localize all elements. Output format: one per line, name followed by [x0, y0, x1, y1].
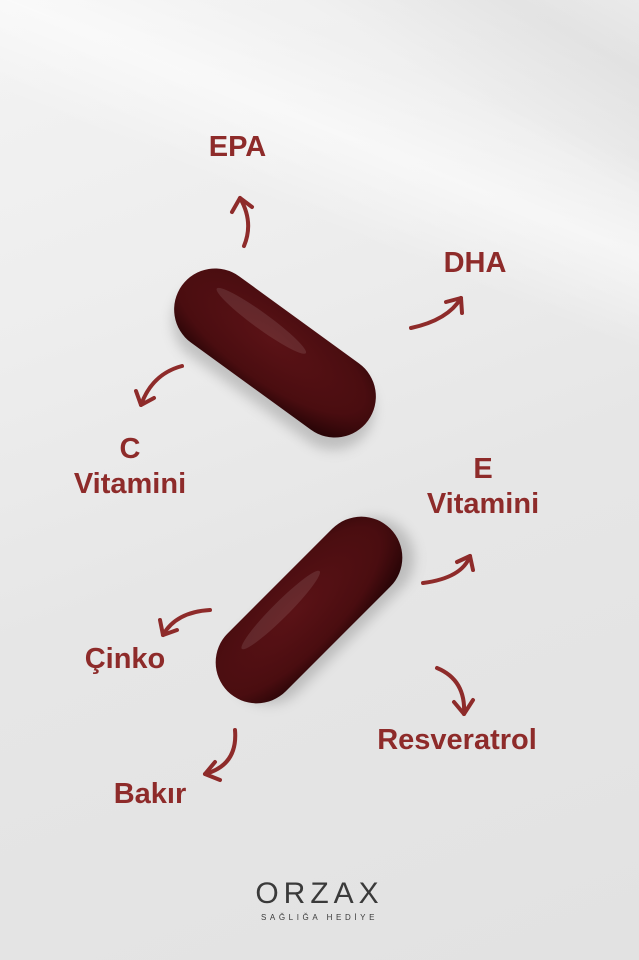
arrow-c-vitamini — [134, 364, 184, 407]
arrow-e-vitamini — [421, 554, 475, 585]
label-dha: DHA — [443, 247, 507, 279]
arrow-resveratrol — [435, 666, 475, 716]
capsule-top — [172, 268, 376, 450]
capsule-bottom — [215, 516, 415, 705]
arrow-cinko — [158, 608, 212, 637]
label-c-word: Vitamini — [73, 467, 187, 500]
label-cinko: Çinko — [84, 643, 166, 675]
label-bakir: Bakır — [113, 778, 187, 810]
label-c-vitamini: C Vitamini — [50, 432, 210, 502]
label-epa: EPA — [208, 131, 267, 163]
brand-logo: ORZAX SAĞLIĞA HEDİYE — [0, 877, 639, 922]
label-e-letter: E — [473, 453, 493, 485]
label-e-word: Vitamini — [426, 487, 540, 520]
logo-wordmark: ORZAX — [255, 877, 384, 910]
logo-tagline: SAĞLIĞA HEDİYE — [260, 913, 379, 922]
arrow-dha — [409, 296, 464, 330]
label-e-vitamini: E Vitamini — [403, 452, 563, 522]
label-resveratrol: Resveratrol — [377, 724, 537, 756]
arrow-epa — [230, 196, 254, 248]
arrow-bakir — [203, 728, 238, 782]
label-c-letter: C — [119, 433, 141, 465]
